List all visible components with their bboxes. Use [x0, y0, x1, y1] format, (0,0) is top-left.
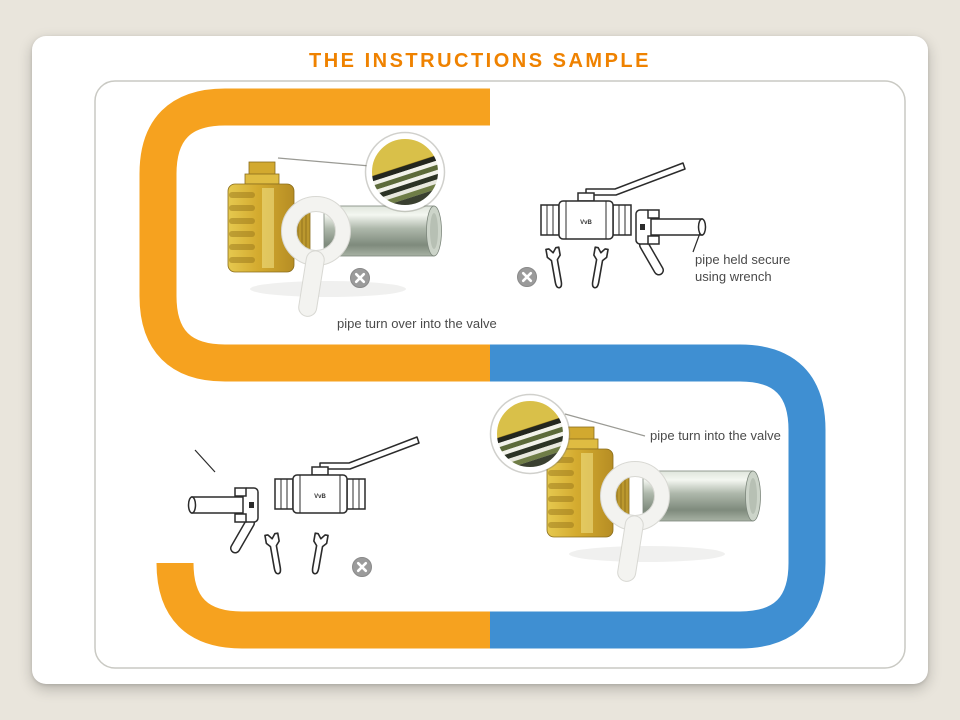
- x-mark-icon: [351, 556, 373, 578]
- small-wrench-icon: [545, 246, 567, 290]
- small-wrench-icon: [587, 246, 609, 290]
- small-wrench-icon: [307, 532, 329, 576]
- ball-valve-icon: [274, 436, 420, 514]
- caption-pipe-turn-into-valve: pipe turn into the valve: [650, 428, 781, 443]
- flow-path-orange-bottom: [156, 562, 490, 649]
- flow-path-blue: [490, 344, 826, 649]
- caption-pointer-line: [692, 232, 701, 253]
- caption-pointer-line: [564, 413, 646, 437]
- scene-wrench-wrong-side: [187, 436, 420, 578]
- caption-pipe-held-secure-line1: pipe held secure: [695, 252, 790, 267]
- diagram-border: [94, 80, 906, 669]
- slide-card: THE INSTRUCTIONS SAMPLE: [32, 36, 928, 684]
- small-wrench-icon: [264, 532, 286, 576]
- caption-pipe-held-secure-line2: using wrench: [695, 269, 772, 284]
- x-mark-icon: [516, 266, 538, 288]
- wrench-icon: [187, 487, 259, 556]
- caption-pipe-turn-over: pipe turn over into the valve: [337, 316, 497, 331]
- scene-pipe-held-secure: pipe held secure using wrench: [516, 162, 790, 290]
- scene-pipe-turn-correct: pipe turn into the valve: [477, 388, 781, 583]
- page-title: THE INSTRUCTIONS SAMPLE: [309, 50, 651, 72]
- scene-pipe-turn-over: pipe turn over into the valve: [228, 126, 497, 331]
- wrench-handle-line: [194, 449, 216, 473]
- brass-valve-assembly: [547, 427, 761, 583]
- flow-path-orange-top: [139, 88, 490, 382]
- x-mark-icon: [349, 267, 371, 289]
- callout-connector-line: [277, 157, 371, 167]
- instructions-diagram: VvB: [94, 80, 906, 669]
